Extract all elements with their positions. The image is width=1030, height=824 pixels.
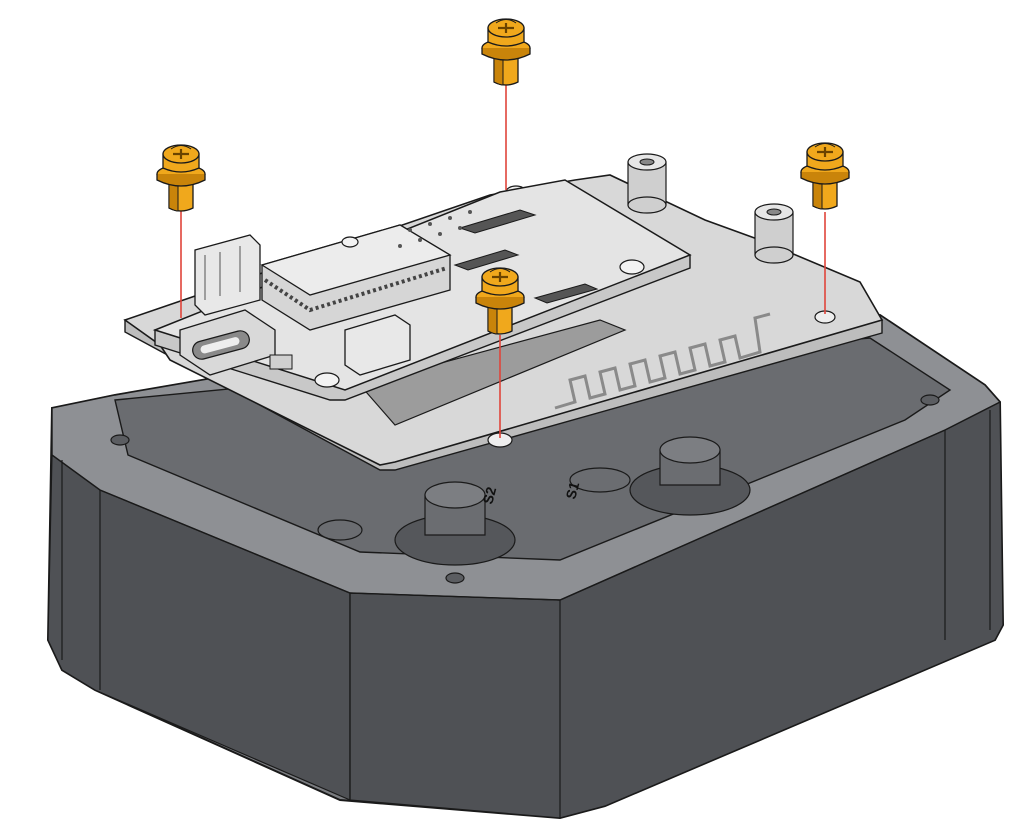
screw-top xyxy=(480,17,532,87)
fpc-connector-2 xyxy=(453,249,520,271)
fpc-connector-3 xyxy=(533,283,599,304)
antenna-trace xyxy=(554,312,771,410)
standoff-back xyxy=(627,153,667,214)
pcb-components xyxy=(269,210,472,370)
pcb-hole-back xyxy=(341,236,359,248)
pcb-hole-right xyxy=(619,259,645,275)
rim-hole-right xyxy=(920,394,940,406)
rf-module xyxy=(260,224,452,331)
rim-hole-front xyxy=(445,572,465,584)
marking-s1: S1 xyxy=(562,480,582,501)
jst-connector-left xyxy=(194,234,261,316)
connector-boss-right xyxy=(629,436,751,516)
standoff-right xyxy=(754,203,794,264)
fpc-connector-1 xyxy=(458,209,537,234)
enclosure-base: S2 S1 xyxy=(46,313,1005,820)
pcb-assembly xyxy=(152,179,692,401)
jst-connector-front xyxy=(344,314,411,376)
marking-s2: S2 xyxy=(479,485,499,506)
connector-boss-left xyxy=(394,481,516,566)
guide-lines xyxy=(180,85,826,438)
screw-left xyxy=(155,143,207,213)
rim-hole-left xyxy=(110,434,130,446)
screw-right xyxy=(799,141,851,211)
pcb-hole-left xyxy=(314,372,340,388)
